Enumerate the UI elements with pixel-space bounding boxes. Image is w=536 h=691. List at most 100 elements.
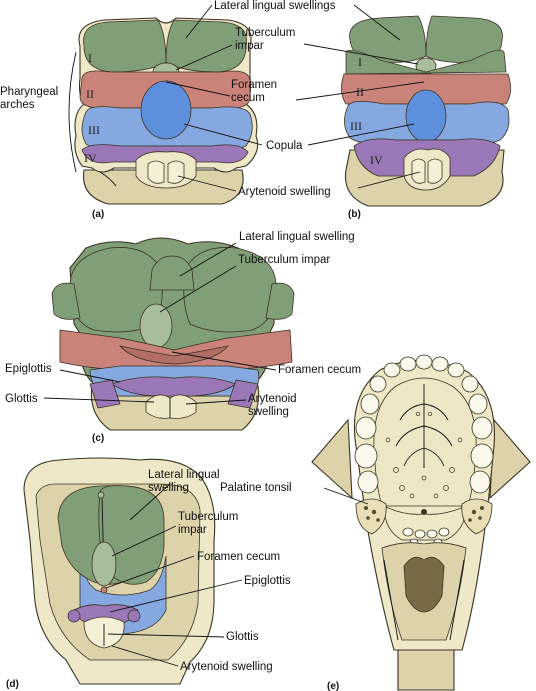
tooth [468,393,488,415]
ab-arytenoid-leader-left [177,175,237,192]
tooth [354,443,378,469]
ab-tuberculum-leader-left [175,44,233,71]
ab-lateral-lingual-label: Lateral lingual swellings [214,0,336,12]
panel-d-tip-marker [97,491,105,499]
ab-arytenoid-leader-right [357,171,421,189]
panel-d-glottis-leader [107,633,225,638]
panel-a-label: (a) [92,209,104,220]
panel-c-tuberculum-impar [139,303,173,349]
panel-d-tuberculum-impar [91,541,117,587]
ab-copula-leader-left [183,123,263,146]
panel-d-label: (d) [6,679,19,690]
panel-c-left-lateral-bulge [51,282,81,320]
panel-a-arch-label-2: II [86,87,94,101]
panel-b-arch-label-4: IV [370,153,383,167]
tooth [471,416,493,440]
tooth [355,416,377,440]
panel-c-epiglottis-label: Epiglottis [5,363,52,375]
panel-e-palatine-tonsil-leader [323,487,369,505]
ab-lateral-lingual-leader-right [353,4,401,41]
panel-b-arch-1 [345,49,507,75]
panel-e-left-cheek [311,418,353,500]
panel-e-palatine-tonsil-label: Palatine tonsil [220,482,292,494]
panel-d-lateral-lingual-leader [129,483,171,521]
panel-b-arytenoid-swelling [411,158,443,184]
panel-e: Palatine tonsil (e) [220,354,531,691]
panel-c-label: (c) [92,433,104,444]
panel-c-epiglottis-leader [59,369,121,383]
tooth [360,393,380,415]
tooth [383,362,401,378]
panel-d-epiglottis-leader [109,579,243,613]
panel-c: Lateral lingual swelling Tuberculum impa… [5,231,361,444]
panel-c-lateral-lingual-leader [179,242,237,277]
panel-b-label: (b) [348,209,361,220]
panel-d-right-purple-node [127,609,141,623]
panel-e-teeth [354,354,494,494]
panel-d-arytenoid-label: Arytenoid swelling [180,661,273,673]
ab-foramen-leader-left [165,81,231,97]
panel-a-arches-bracket [68,51,77,173]
tooth [415,354,433,370]
panel-b-arch-label-3: III [350,119,362,133]
tooth [357,470,379,494]
panel-a-arch-label-1: I [88,51,92,65]
panel-b-arch-2 [341,73,511,105]
panel-c-lateral-lingual-label: Lateral lingual swelling [239,231,355,243]
tooth [461,375,479,393]
panel-a-right-lingual-swelling [165,19,247,73]
panel-c-tuberculum-label: Tuberculum impar [238,254,330,266]
panel-d-tuberculum-leader [111,525,177,557]
panel-e-label: (e) [327,681,339,691]
panel-d-foramen-leader [105,555,195,589]
ab-copula-leader-right [307,123,415,146]
panel-c-arytenoid-swelling [145,394,197,419]
panel-c-arytenoid-leader [185,399,247,405]
panel-b-copula [405,89,447,143]
panel-c-left-lingual-swelling [69,247,163,333]
panel-e-neck [397,649,455,691]
panel-b-arch-label-2: II [356,85,364,99]
panel-c-foramen-cecum-label: Foramen cecum [278,364,361,376]
panel-d-left-purple-node [67,609,81,623]
panel-d-foramen-cecum [100,586,108,594]
panel-a-copula [140,80,192,140]
panel-e-tonsil-crypts [364,506,484,522]
panel-a-arch-label-4: IV [84,151,97,165]
tooth [431,356,449,372]
ab-copula-label: Copula [266,140,303,152]
panel-c-tuberculum-leader [159,265,237,313]
tooth [469,470,491,494]
panel-e-left-palatine-tonsil [355,498,387,535]
panel-d-foramen-cecum-label: Foramen cecum [197,551,280,563]
ab-tuberculum-leader-right [303,43,419,65]
tooth [447,362,465,378]
panel-e-papillae [385,411,463,499]
panel-b-arch-label-1: I [358,55,362,69]
panel-a-bracket-tail [99,171,117,187]
panel-e-uvula [421,509,427,515]
panel-c-glottis-leader [43,397,155,403]
panel-c-foramen-leader [171,351,277,371]
panel-d-glottis-label: Glottis [226,631,259,643]
ab-arytenoid-label: Arytenoid swelling [238,186,331,198]
tooth [399,356,417,372]
tooth [470,443,494,469]
panel-e-palatine-raphe [395,384,453,468]
panel-d-epiglottis-label: Epiglottis [244,575,291,587]
panel-a-left-lingual-swelling [83,19,167,73]
panel-b-arytenoid-base [403,148,451,191]
panel-a-arch-label-3: III [88,123,100,137]
panel-c-glottis-label: Glottis [5,393,38,405]
ab-lateral-lingual-leader-left [185,4,213,39]
ab-foramen-leader-right [295,81,425,101]
panel-a-arytenoid-base [135,151,197,189]
panel-e-pharynx-opening [403,556,445,613]
